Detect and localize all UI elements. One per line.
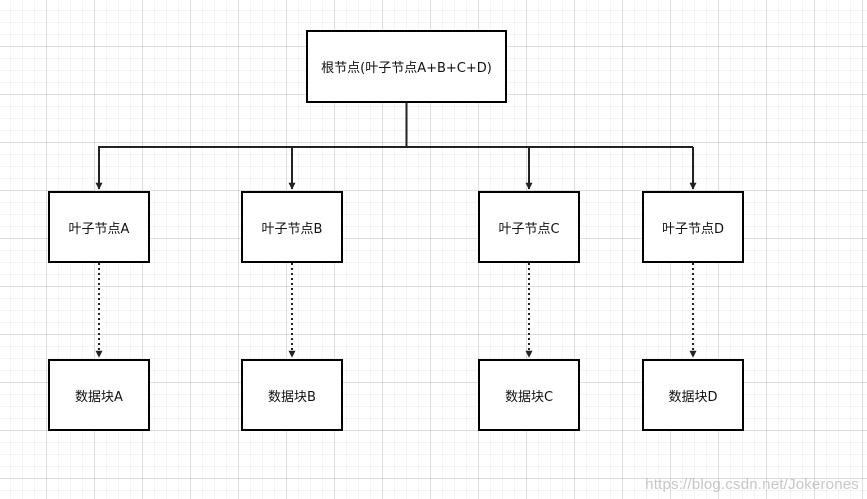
watermark: https://blog.csdn.net/Jokerones bbox=[645, 476, 859, 493]
leaf-node-d[interactable]: 叶子节点D bbox=[642, 191, 744, 263]
root-node-label: 根节点(叶子节点A+B+C+D) bbox=[321, 61, 492, 76]
leaf-node-d-label: 叶子节点D bbox=[661, 221, 724, 237]
data-block-b-label: 数据块B bbox=[268, 389, 316, 405]
data-block-b[interactable]: 数据块B bbox=[241, 359, 343, 431]
root-node[interactable]: 根节点(叶子节点A+B+C+D) bbox=[306, 30, 507, 103]
leaf-node-a-label: 叶子节点A bbox=[68, 221, 130, 237]
data-block-a[interactable]: 数据块A bbox=[48, 359, 150, 431]
data-block-d-label: 数据块D bbox=[668, 389, 718, 405]
leaf-node-b[interactable]: 叶子节点B bbox=[241, 191, 343, 263]
leaf-node-c[interactable]: 叶子节点C bbox=[478, 191, 580, 263]
data-block-c[interactable]: 数据块C bbox=[478, 359, 580, 431]
leaf-node-c-label: 叶子节点C bbox=[498, 221, 560, 237]
leaf-node-a[interactable]: 叶子节点A bbox=[48, 191, 150, 263]
data-block-d[interactable]: 数据块D bbox=[642, 359, 744, 431]
leaf-node-b-label: 叶子节点B bbox=[261, 221, 323, 237]
data-block-c-label: 数据块C bbox=[504, 389, 554, 405]
data-block-a-label: 数据块A bbox=[75, 389, 123, 405]
